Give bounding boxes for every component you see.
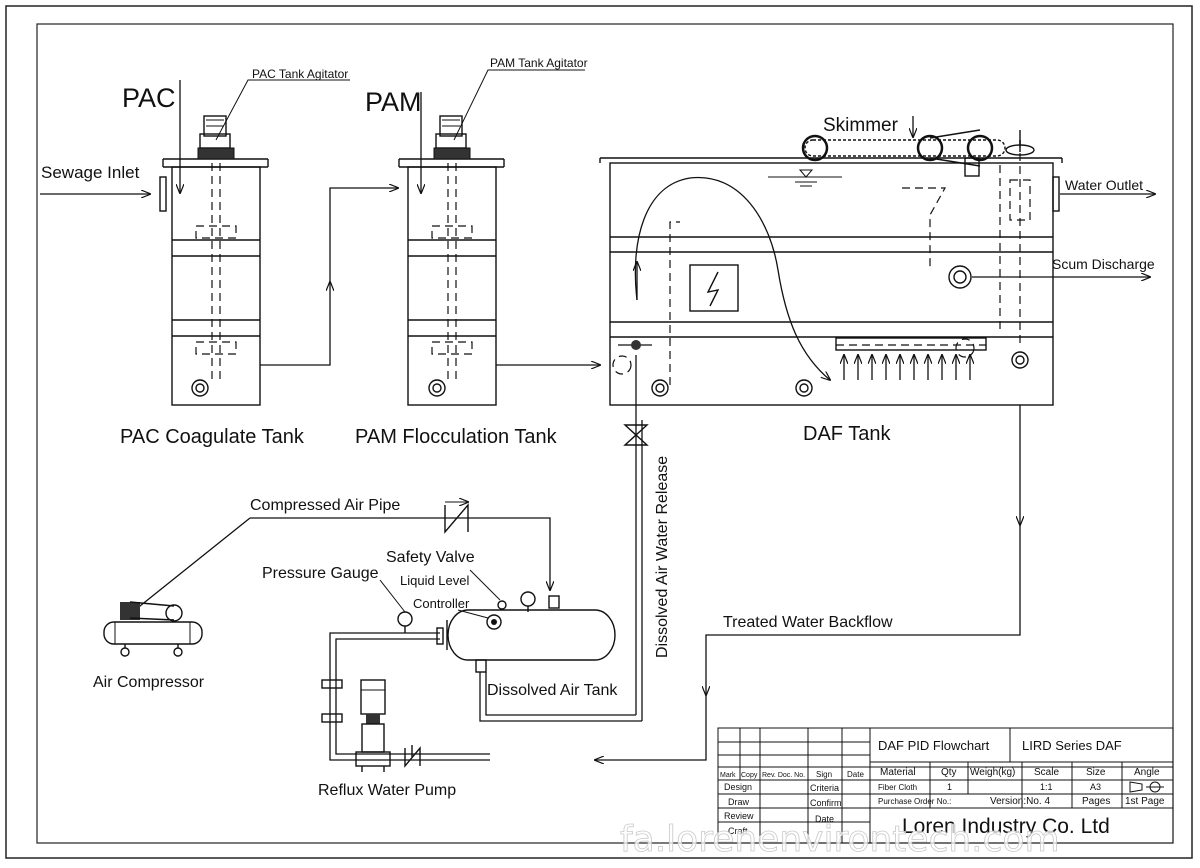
tb-header-rev: Rev. Doc. No. [762, 772, 805, 779]
tb-col-angle: Angle [1134, 767, 1160, 778]
compressed-air-pipe [250, 517, 550, 590]
backflow-return-pipe [706, 525, 1021, 695]
dissolved-air-release-label: Dissolved Air Water Release [654, 456, 671, 658]
gauge-leader [379, 579, 406, 613]
pam-label: PAM [365, 87, 422, 117]
check-valve [444, 503, 469, 534]
watermark: fa.lorenenvirontech.com [620, 819, 1060, 860]
daf-tank-label: DAF Tank [803, 423, 891, 445]
air-release-arrows [844, 355, 970, 380]
tb-header-copy: Copy [741, 772, 758, 779]
tb-col-weigh: Weigh(kg) [970, 767, 1015, 778]
tb-header-sign: Sign [816, 770, 832, 779]
tank-to-release-pipe-inner [485, 672, 636, 716]
pam-tank-label: PAM Flocculation Tank [355, 426, 558, 448]
compressor-air-line [134, 517, 251, 611]
pac-tank-label: PAC Coagulate Tank [120, 426, 305, 448]
dissolved-air-release-line [618, 340, 652, 721]
pump-loop-pipe-inner [335, 638, 490, 755]
tank-to-release-pipe [479, 672, 642, 722]
tb-first-page: 1st Page [1125, 796, 1165, 807]
tb-confirm: Confirm [810, 798, 842, 808]
dissolved-air-tank [446, 591, 616, 673]
treated-backflow-label: Treated Water Backflow [723, 614, 893, 631]
pump-inlet-valve [321, 679, 343, 689]
pressure-gauge [397, 611, 413, 627]
outer-frame [5, 5, 1193, 859]
water-outlet-label: Water Outlet [1065, 177, 1143, 193]
tb-company: Loren Industry Co. Ltd [902, 815, 1110, 838]
tb-val-qty: 1 [947, 782, 952, 792]
sewage-inlet-label: Sewage Inlet [41, 163, 140, 182]
air-compressor-label: Air Compressor [93, 674, 205, 691]
pac-to-pam-pipe-up [260, 282, 330, 366]
safety-valve-leader [469, 569, 501, 601]
daf-flow-path [634, 176, 830, 380]
pam-agitator-leader [453, 69, 585, 141]
compressed-air-pipe-label: Compressed Air Pipe [250, 497, 400, 514]
tb-col-material: Material [880, 767, 916, 778]
tb-row-craft: Craft [728, 826, 748, 836]
tb-col-size: Size [1086, 767, 1106, 778]
tb-drawing-title: DAF PID Flowchart [878, 738, 990, 753]
dissolved-air-tank-label: Dissolved Air Tank [487, 682, 618, 699]
air-compressor [103, 601, 203, 657]
pac-label: PAC [122, 83, 176, 113]
tb-row-review: Review [724, 811, 754, 821]
inner-frame [36, 23, 1174, 844]
tb-date: Date [815, 814, 834, 824]
tb-header-mark: Mark [720, 772, 736, 779]
title-block [717, 727, 1174, 844]
tb-val-material: Fiber Cloth [878, 783, 917, 792]
tb-criteria: Criteria [810, 783, 839, 793]
tb-val-size: A3 [1090, 782, 1101, 792]
tb-header-date: Date [847, 770, 864, 779]
water-level-marker [768, 169, 842, 187]
backflow-to-pump-pipe [595, 695, 707, 760]
tb-row-draw: Draw [728, 797, 750, 807]
pac-agitator-label: PAC Tank Agitator [252, 67, 348, 81]
tb-series: LIRD Series DAF [1022, 738, 1122, 753]
pac-to-pam-pipe-in [329, 188, 398, 282]
tb-col-scale: Scale [1034, 767, 1059, 778]
scum-discharge-label: Scum Discharge [1052, 256, 1155, 272]
daf-tank [599, 140, 1063, 406]
pam-agitator-label: PAM Tank Agitator [490, 56, 588, 70]
pam-tank [398, 150, 505, 406]
tb-row-design: Design [724, 782, 752, 792]
pac-agitator-motor [197, 115, 235, 160]
controller-label: Controller [413, 596, 470, 611]
liquid-level-label: Liquid Level [400, 573, 469, 588]
pac-agitator-leader [215, 79, 350, 141]
reflux-pump-label: Reflux Water Pump [318, 782, 456, 799]
tb-val-scale: 1:1 [1040, 782, 1053, 792]
pac-tank [159, 150, 269, 406]
tb-purchase-order: Purchase Order No.: [878, 797, 951, 806]
reflux-water-pump [355, 679, 391, 772]
controller-leader [457, 609, 489, 619]
skimmer-mechanism [801, 129, 1035, 177]
tb-version: Version:No. 4 [990, 796, 1050, 807]
tb-col-qty: Qty [941, 767, 957, 778]
pam-agitator-motor [433, 115, 471, 160]
safety-valve-label: Safety Valve [386, 549, 475, 566]
tb-pages: Pages [1082, 796, 1110, 807]
pressure-gauge-label: Pressure Gauge [262, 565, 379, 582]
pump-loop-pipe [329, 632, 490, 761]
skimmer-label: Skimmer [823, 115, 899, 136]
